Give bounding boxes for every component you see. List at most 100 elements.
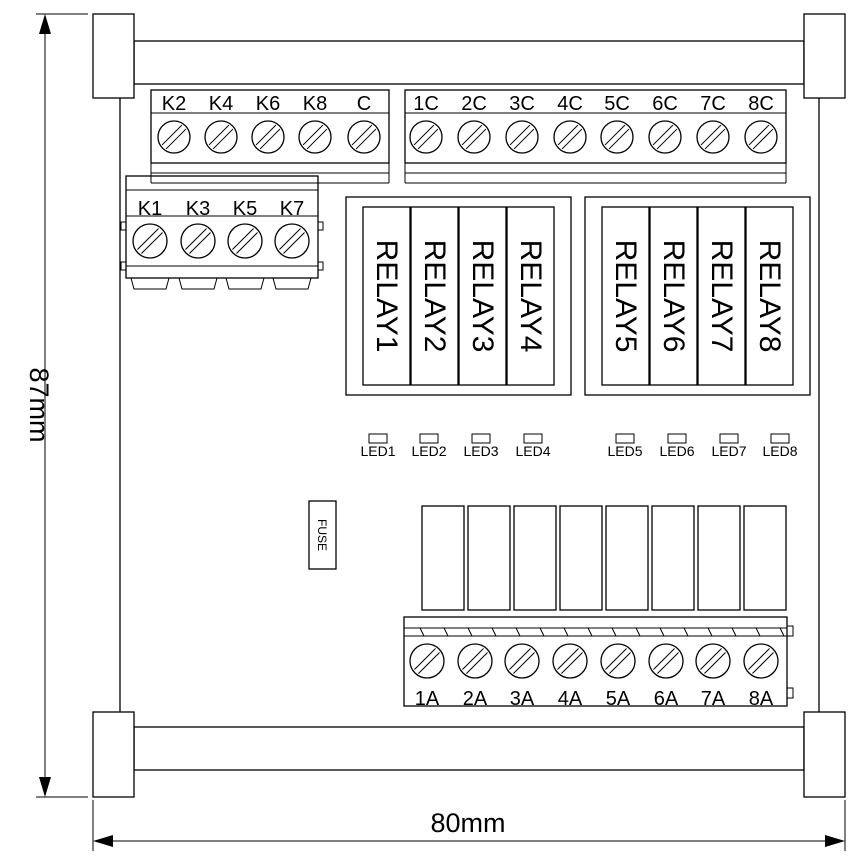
terminal-screw-icon: [743, 643, 779, 679]
terminal-label: 2C: [461, 93, 487, 115]
output-component: [513, 505, 557, 611]
terminal-foot: [130, 277, 170, 290]
output-component: [651, 505, 695, 611]
output-component: [421, 505, 465, 611]
relay-label: RELAY3: [466, 240, 499, 353]
terminal-screw-icon: [274, 223, 310, 259]
terminal-label: 6A: [654, 688, 679, 710]
terminal-label: 7C: [700, 93, 726, 115]
terminal-block-top-left: [150, 89, 390, 184]
led-icon: LED8: [762, 433, 798, 459]
terminal-label: C: [357, 93, 371, 115]
terminal-tick: [491, 627, 497, 637]
terminal-label: K3: [186, 198, 210, 220]
relay: RELAY4: [506, 206, 555, 386]
terminal-foot: [225, 277, 265, 290]
terminal-screw-icon: [132, 223, 168, 259]
terminal-screw-icon: [227, 223, 263, 259]
led-icon: LED1: [360, 433, 396, 459]
fuse: FUSE: [308, 500, 337, 570]
terminal-tick: [515, 627, 521, 637]
terminal-tick: [419, 627, 425, 637]
terminal-tick: [731, 627, 737, 637]
terminal-block-side: [120, 175, 324, 279]
terminal-label: K2: [162, 93, 186, 115]
terminal-block-top-right: [404, 89, 787, 184]
relay-label: RELAY7: [705, 240, 738, 353]
relay: RELAY3: [458, 206, 507, 386]
height-label: 87mm: [24, 367, 54, 442]
relay-label: RELAY6: [657, 240, 690, 353]
width-dimension: 80mm: [92, 800, 846, 851]
terminal-tick: [587, 627, 593, 637]
terminal-screw-icon: [409, 643, 445, 679]
terminal-screw-icon: [648, 120, 682, 154]
terminal-screw-icon: [504, 643, 540, 679]
output-component: [559, 505, 603, 611]
terminal-label: K1: [138, 198, 162, 220]
terminal-label: 3A: [510, 688, 535, 710]
terminal-tick: [707, 627, 713, 637]
terminal-tick: [611, 627, 617, 637]
relay: RELAY2: [410, 206, 459, 386]
led-label: LED2: [411, 443, 446, 459]
terminal-tick: [755, 627, 761, 637]
enclosure-frame: [92, 13, 846, 798]
led-icon: LED7: [711, 433, 747, 459]
terminal-label: 1C: [413, 93, 439, 115]
terminal-tick: [539, 627, 545, 637]
terminal-label: K5: [233, 198, 257, 220]
led-label: LED7: [711, 443, 746, 459]
terminal-label: 6C: [652, 93, 678, 115]
terminal-foot: [272, 277, 312, 290]
fuse-label: FUSE: [315, 519, 329, 551]
terminal-tick: [635, 627, 641, 637]
terminal-screw-icon: [180, 223, 216, 259]
led-icon: LED5: [607, 433, 643, 459]
terminal-screw-icon: [298, 120, 332, 154]
terminal-screw-icon: [600, 643, 636, 679]
led-label: LED4: [515, 443, 550, 459]
led-label: LED8: [762, 443, 797, 459]
terminal-label: 8C: [748, 93, 774, 115]
terminal-label: K7: [280, 198, 304, 220]
led-label: LED5: [607, 443, 642, 459]
relay: RELAY6: [649, 206, 698, 386]
terminal-screw-icon: [204, 120, 238, 154]
relay: RELAY8: [745, 206, 794, 386]
relay-label: RELAY4: [514, 240, 547, 353]
terminal-screw-icon: [552, 643, 588, 679]
relay: RELAY5: [601, 206, 650, 386]
terminal-label: 1A: [415, 688, 440, 710]
output-component: [467, 505, 511, 611]
height-dimension: 87mm: [24, 13, 88, 798]
terminal-tick: [779, 627, 785, 637]
terminal-screw-icon: [457, 120, 491, 154]
terminal-screw-icon: [157, 120, 191, 154]
terminal-tick: [563, 627, 569, 637]
terminal-tick: [683, 627, 689, 637]
output-component: [743, 505, 787, 611]
terminal-screw-icon: [505, 120, 539, 154]
led-label: LED6: [659, 443, 694, 459]
terminal-screw-icon: [251, 120, 285, 154]
terminal-label: 2A: [463, 688, 488, 710]
terminal-screw-icon: [744, 120, 778, 154]
relay-label: RELAY2: [418, 240, 451, 353]
terminal-foot: [178, 277, 218, 290]
led-icon: LED3: [463, 433, 499, 459]
relay-label: RELAY5: [609, 240, 642, 353]
terminal-label: 4C: [557, 93, 583, 115]
terminal-label: 7A: [701, 688, 726, 710]
terminal-screw-icon: [347, 120, 381, 154]
width-label: 80mm: [430, 808, 505, 838]
terminal-tick: [467, 627, 473, 637]
terminal-screw-icon: [695, 643, 731, 679]
output-component: [697, 505, 741, 611]
terminal-label: K6: [256, 93, 280, 115]
terminal-block-bottom: [403, 616, 794, 707]
relay: RELAY7: [697, 206, 746, 386]
terminal-screw-icon: [648, 643, 684, 679]
terminal-screw-icon: [600, 120, 634, 154]
